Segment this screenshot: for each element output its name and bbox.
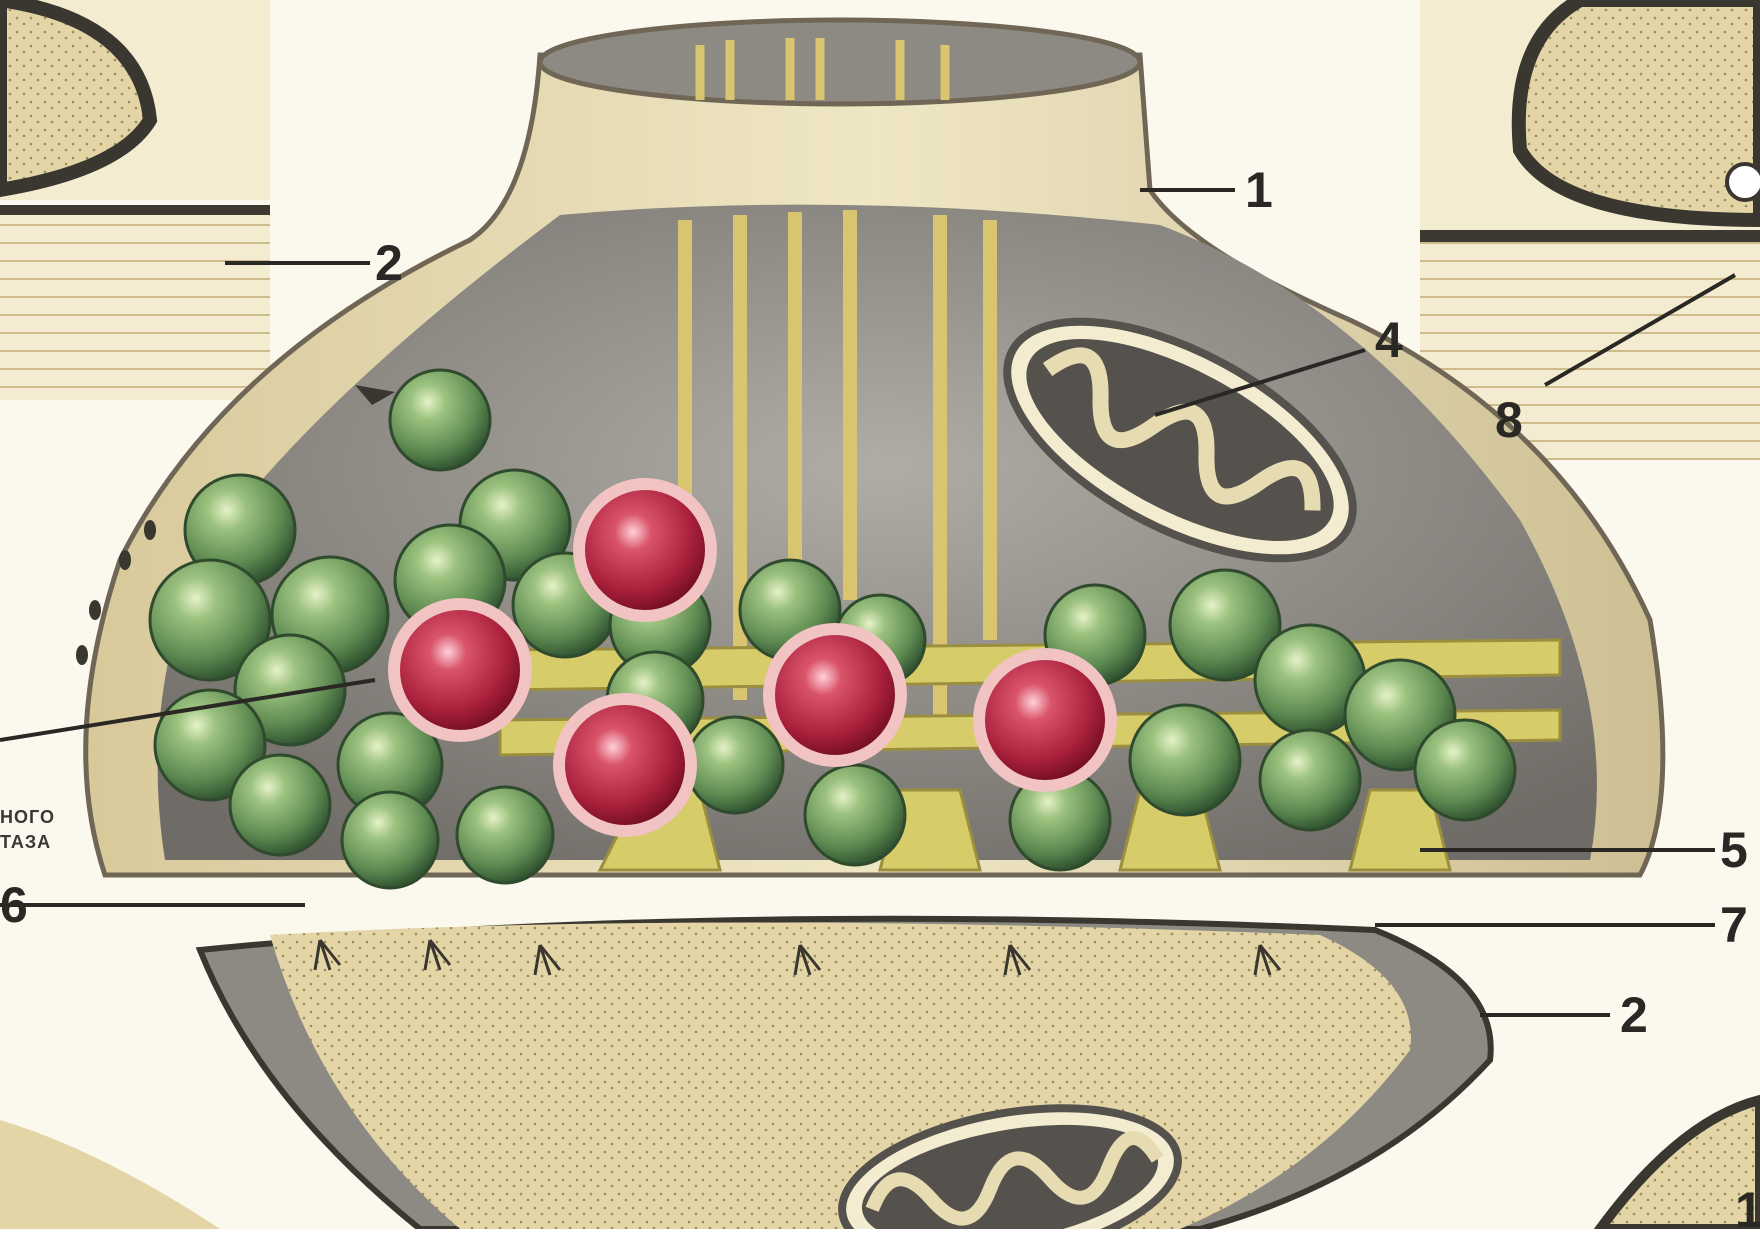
neighbor-cell-top-left xyxy=(0,0,270,400)
caption-fragment-line2: ТАЗА xyxy=(0,833,51,851)
postsynaptic-cytoplasm xyxy=(270,923,1411,1230)
axon-opening xyxy=(540,20,1140,104)
label-1: 1 xyxy=(1245,165,1273,215)
label-5: 5 xyxy=(1720,825,1748,875)
label-2-lower: 2 xyxy=(1620,990,1648,1040)
label-8: 8 xyxy=(1495,395,1523,445)
label-4: 4 xyxy=(1375,315,1403,365)
label-7: 7 xyxy=(1720,900,1748,950)
label-6: 6 xyxy=(0,880,28,930)
label-1-fragment: 1 xyxy=(1735,1185,1760,1235)
caption-fragment-line1: НОГО xyxy=(0,808,55,826)
label-2-upper: 2 xyxy=(375,238,403,288)
